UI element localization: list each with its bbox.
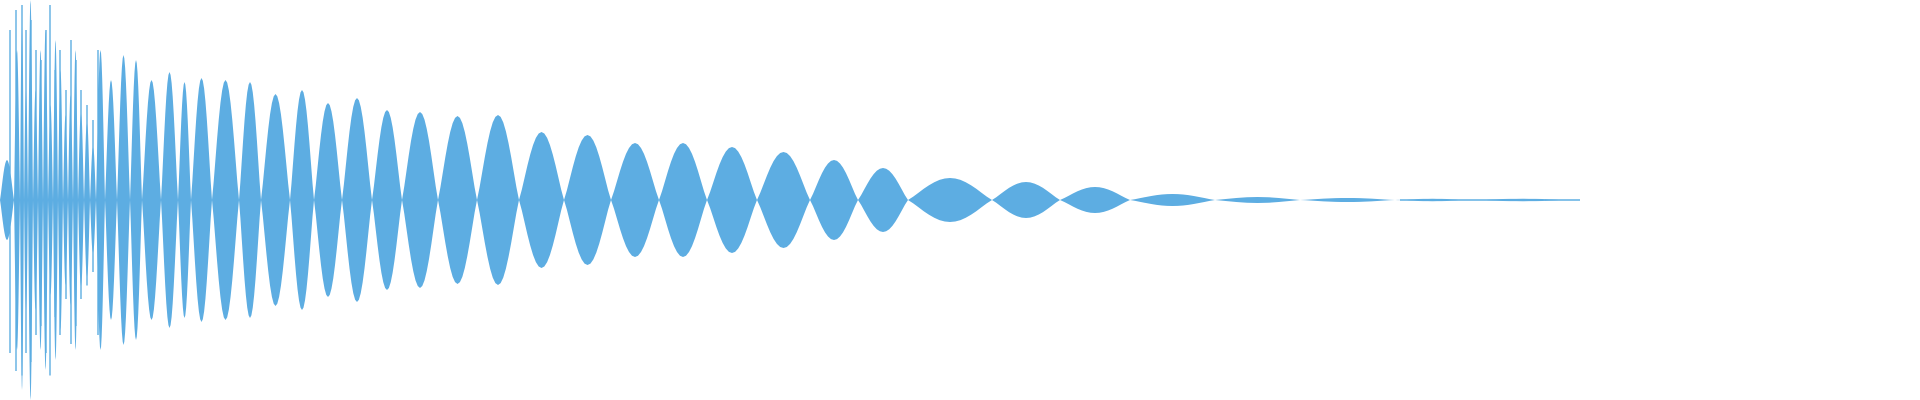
waveform-lobe [239,82,261,318]
waveform-lobe [1060,187,1130,213]
waveform-lobe [161,72,178,328]
waveform-lobe [14,50,20,350]
waveform-lobe [178,82,191,318]
waveform-lobe [261,94,290,306]
waveform-lobe [1130,194,1215,206]
waveform-lobe [992,182,1060,218]
waveform-lobe [659,143,707,257]
waveform-lobe [519,132,564,268]
waveform-lobe [810,160,858,240]
waveform-lobe [1215,197,1300,203]
waveform-lobe [858,168,908,232]
waveform-lobe [0,160,14,240]
waveform-lobe [372,110,402,290]
waveform-lobe [402,112,438,288]
waveform-lobe [105,80,117,320]
waveform-lobe [191,78,212,322]
waveform-lobe [564,135,611,265]
waveform-lobe [1300,198,1395,202]
waveform-lobe [908,178,992,222]
waveform-lobe [314,103,342,297]
waveform-lobe [342,98,372,302]
waveform-lobe [477,115,519,285]
waveform-lobe [142,80,161,320]
waveform-lobe [130,60,142,340]
waveform-lobe [117,55,130,345]
waveform-lobe [212,80,239,320]
waveform-lobe [757,152,810,248]
waveform-lobe [290,90,314,310]
waveform-lobe [438,116,477,284]
waveform-lobe [611,143,659,257]
waveform-lobe [707,147,757,253]
